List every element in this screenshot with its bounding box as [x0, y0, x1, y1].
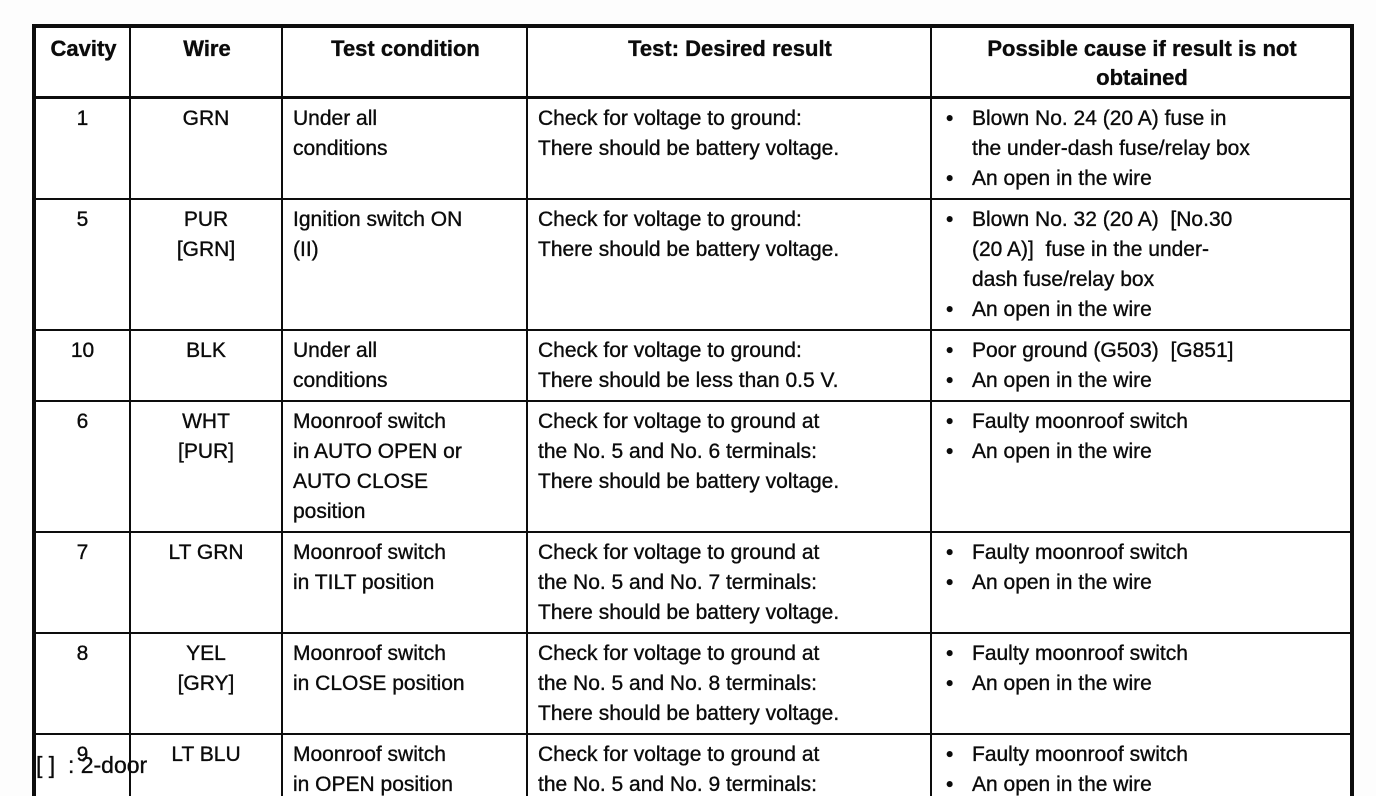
test-condition-cell: Moonroof switch in AUTO OPEN or AUTO CLO…: [281, 400, 528, 533]
wire-cell: YEL [GRY]: [129, 632, 283, 735]
column-header-test-condition: Test condition: [281, 25, 528, 99]
cavity-cell: 7: [33, 531, 131, 634]
cause-item: • Faulty moonroof switch: [944, 639, 1342, 669]
cause-item: • Faulty moonroof switch: [944, 740, 1342, 770]
cause-item: • An open in the wire: [944, 295, 1342, 325]
bullet-icon: •: [946, 773, 954, 796]
bullet-icon: •: [946, 298, 954, 321]
cause-text: Poor ground (G503) [G851]: [972, 339, 1234, 362]
bullet-icon: •: [946, 107, 954, 130]
wire-cell: GRN: [129, 96, 283, 200]
bullet-icon: •: [946, 208, 954, 231]
wire-cell: PUR [GRN]: [129, 198, 283, 331]
test-condition-cell: Ignition switch ON (II): [281, 198, 528, 331]
table-row: 10 BLK Under all conditions Check for vo…: [33, 329, 1353, 402]
bullet-icon: •: [946, 743, 954, 766]
cavity-cell: 9: [33, 733, 131, 796]
cause-item: • An open in the wire: [944, 568, 1342, 598]
cause-text: An open in the wire: [972, 571, 1152, 594]
bullet-icon: •: [946, 642, 954, 665]
bullet-icon: •: [946, 410, 954, 433]
bullet-icon: •: [946, 571, 954, 594]
bullet-icon: •: [946, 440, 954, 463]
cause-text: Faulty moonroof switch: [972, 410, 1188, 433]
bullet-icon: •: [946, 541, 954, 564]
desired-result-cell: Check for voltage to ground at the No. 5…: [526, 400, 932, 533]
cavity-cell: 10: [33, 329, 131, 402]
wire-cell: LT BLU: [129, 733, 283, 796]
cavity-cell: 8: [33, 632, 131, 735]
cavity-cell: 5: [33, 198, 131, 331]
possible-cause-cell: • Faulty moonroof switch • An open in the …: [930, 400, 1353, 533]
desired-result-cell: Check for voltage to ground at the No. 5…: [526, 531, 932, 634]
desired-result-cell: Check for voltage to ground at the No. 5…: [526, 733, 932, 796]
cause-item: • An open in the wire: [944, 669, 1342, 699]
test-condition-cell: Under all conditions: [281, 96, 528, 200]
bullet-icon: •: [946, 339, 954, 362]
desired-result-cell: Check for voltage to ground: There shoul…: [526, 329, 932, 402]
cavity-cell: 1: [33, 96, 131, 200]
column-header-desired-result: Test: Desired result: [526, 25, 932, 99]
possible-cause-cell: • Faulty moonroof switch • An open in the …: [930, 531, 1353, 634]
cause-item: • An open in the wire: [944, 366, 1342, 396]
wire-cell: WHT [PUR]: [129, 400, 283, 533]
test-condition-cell: Under all conditions: [281, 329, 528, 402]
cause-item: • An open in the wire: [944, 437, 1342, 467]
cause-text: An open in the wire: [972, 167, 1152, 190]
cause-item: • Faulty moonroof switch: [944, 407, 1342, 437]
cause-item: • Faulty moonroof switch: [944, 538, 1342, 568]
possible-cause-cell: • Blown No. 32 (20 A) [No.30 (20 A)] fuse…: [930, 198, 1353, 331]
table-header-row: Cavity Wire Test condition Test: Desired…: [33, 25, 1353, 99]
column-header-possible-cause: Possible cause if result is not obtained: [930, 25, 1353, 99]
cause-text: Faulty moonroof switch: [972, 541, 1188, 564]
test-table: Cavity Wire Test condition Test: Desired…: [32, 24, 1354, 796]
possible-cause-cell: • Faulty moonroof switch • An open in the …: [930, 733, 1353, 796]
cause-item: • Poor ground (G503) [G851]: [944, 336, 1342, 366]
table-row: 7 LT GRN Moonroof switch in TILT positio…: [33, 531, 1353, 634]
cause-item: • Blown No. 32 (20 A) [No.30 (20 A)] fuse…: [944, 205, 1342, 295]
desired-result-cell: Check for voltage to ground: There shoul…: [526, 198, 932, 331]
test-condition-cell: Moonroof switch in TILT position: [281, 531, 528, 634]
cause-text: An open in the wire: [972, 369, 1152, 392]
cause-text: Faulty moonroof switch: [972, 642, 1188, 665]
cause-item: • An open in the wire: [944, 164, 1342, 194]
bullet-icon: •: [946, 167, 954, 190]
cause-item: • Blown No. 24 (20 A) fuse in the under-d…: [944, 104, 1342, 164]
possible-cause-cell: • Faulty moonroof switch • An open in the …: [930, 632, 1353, 735]
cause-text: An open in the wire: [972, 773, 1152, 796]
column-header-cavity: Cavity: [33, 25, 131, 99]
possible-cause-cell: • Blown No. 24 (20 A) fuse in the under-d…: [930, 96, 1353, 200]
table-row: 8 YEL [GRY] Moonroof switch in CLOSE pos…: [33, 632, 1353, 735]
wire-cell: BLK: [129, 329, 283, 402]
test-condition-cell: Moonroof switch in CLOSE position: [281, 632, 528, 735]
table-row: 9 LT BLU Moonroof switch in OPEN positio…: [33, 733, 1353, 796]
cause-item: • An open in the wire: [944, 770, 1342, 796]
cavity-cell: 6: [33, 400, 131, 533]
table-row: 5 PUR [GRN] Ignition switch ON (II) Chec…: [33, 198, 1353, 331]
bullet-icon: •: [946, 672, 954, 695]
wire-cell: LT GRN: [129, 531, 283, 634]
cause-text: Faulty moonroof switch: [972, 743, 1188, 766]
table-row: 1 GRN Under all conditions Check for vol…: [33, 96, 1353, 200]
possible-cause-cell: • Poor ground (G503) [G851] • An open in t…: [930, 329, 1353, 402]
cause-text: Blown No. 32 (20 A) [No.30 (20 A)] fuse …: [972, 208, 1233, 291]
cause-text: An open in the wire: [972, 298, 1152, 321]
test-condition-cell: Moonroof switch in OPEN position: [281, 733, 528, 796]
desired-result-cell: Check for voltage to ground: There shoul…: [526, 96, 932, 200]
column-header-wire: Wire: [129, 25, 283, 99]
cause-text: An open in the wire: [972, 672, 1152, 695]
legend-2door: [ ] : 2-door: [36, 752, 148, 778]
desired-result-cell: Check for voltage to ground at the No. 5…: [526, 632, 932, 735]
cause-text: An open in the wire: [972, 440, 1152, 463]
cause-text: Blown No. 24 (20 A) fuse in the under-da…: [972, 107, 1250, 160]
table-row: 6 WHT [PUR] Moonroof switch in AUTO OPEN…: [33, 400, 1353, 533]
bullet-icon: •: [946, 369, 954, 392]
